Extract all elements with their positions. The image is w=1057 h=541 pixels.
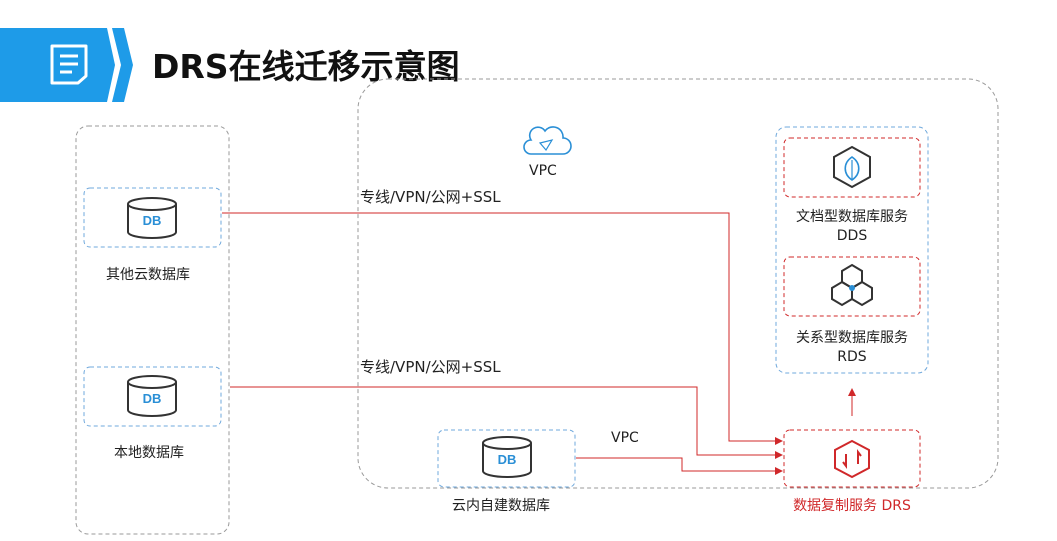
drs-label: 数据复制服务 DRS xyxy=(793,498,911,514)
vpc-link-line xyxy=(576,457,783,475)
relational-db-icon xyxy=(831,263,873,307)
database-icon xyxy=(482,436,532,478)
cloud-self-built-db-label: 云内自建数据库 xyxy=(452,498,550,514)
drs-icon-box xyxy=(783,429,921,488)
database-icon xyxy=(127,197,177,239)
upper-link-line xyxy=(222,212,783,445)
vpc-link-label: VPC xyxy=(611,430,639,446)
local-db-label: 本地数据库 xyxy=(114,445,184,461)
upper-link-label: 专线/VPN/公网+SSL xyxy=(360,188,501,206)
rds-icon-box xyxy=(783,256,921,317)
title-banner xyxy=(0,28,133,102)
cloud-self-built-db-box xyxy=(437,429,576,488)
dds-label-line2: DDS xyxy=(836,228,868,244)
target-services-panel xyxy=(775,126,929,374)
other-cloud-db-label: 其他云数据库 xyxy=(106,267,190,283)
document-db-icon xyxy=(833,145,871,189)
db-icon-text: DB xyxy=(143,213,162,228)
local-db-box xyxy=(83,366,222,427)
other-cloud-db-box xyxy=(83,187,222,248)
rds-label: 关系型数据库服务 RDS xyxy=(776,329,928,367)
rds-label-line1: 关系型数据库服务 xyxy=(796,330,908,346)
cloud-region xyxy=(357,78,999,489)
lower-link-label: 专线/VPN/公网+SSL xyxy=(360,358,501,376)
lower-link-line xyxy=(230,386,783,459)
document-icon xyxy=(50,44,88,85)
vpc-region-label: VPC xyxy=(529,163,557,179)
dds-label-line1: 文档型数据库服务 xyxy=(796,209,908,225)
replication-icon xyxy=(834,439,870,479)
dds-label: 文档型数据库服务 DDS xyxy=(776,208,928,246)
dds-icon-box xyxy=(783,137,921,198)
db-icon-text: DB xyxy=(498,452,517,467)
source-panel xyxy=(75,125,230,535)
rds-label-line2: RDS xyxy=(837,349,867,365)
database-icon xyxy=(127,375,177,417)
cloud-icon xyxy=(523,126,572,155)
db-icon-text: DB xyxy=(143,391,162,406)
page-title: DRS在线迁移示意图 xyxy=(152,47,460,86)
